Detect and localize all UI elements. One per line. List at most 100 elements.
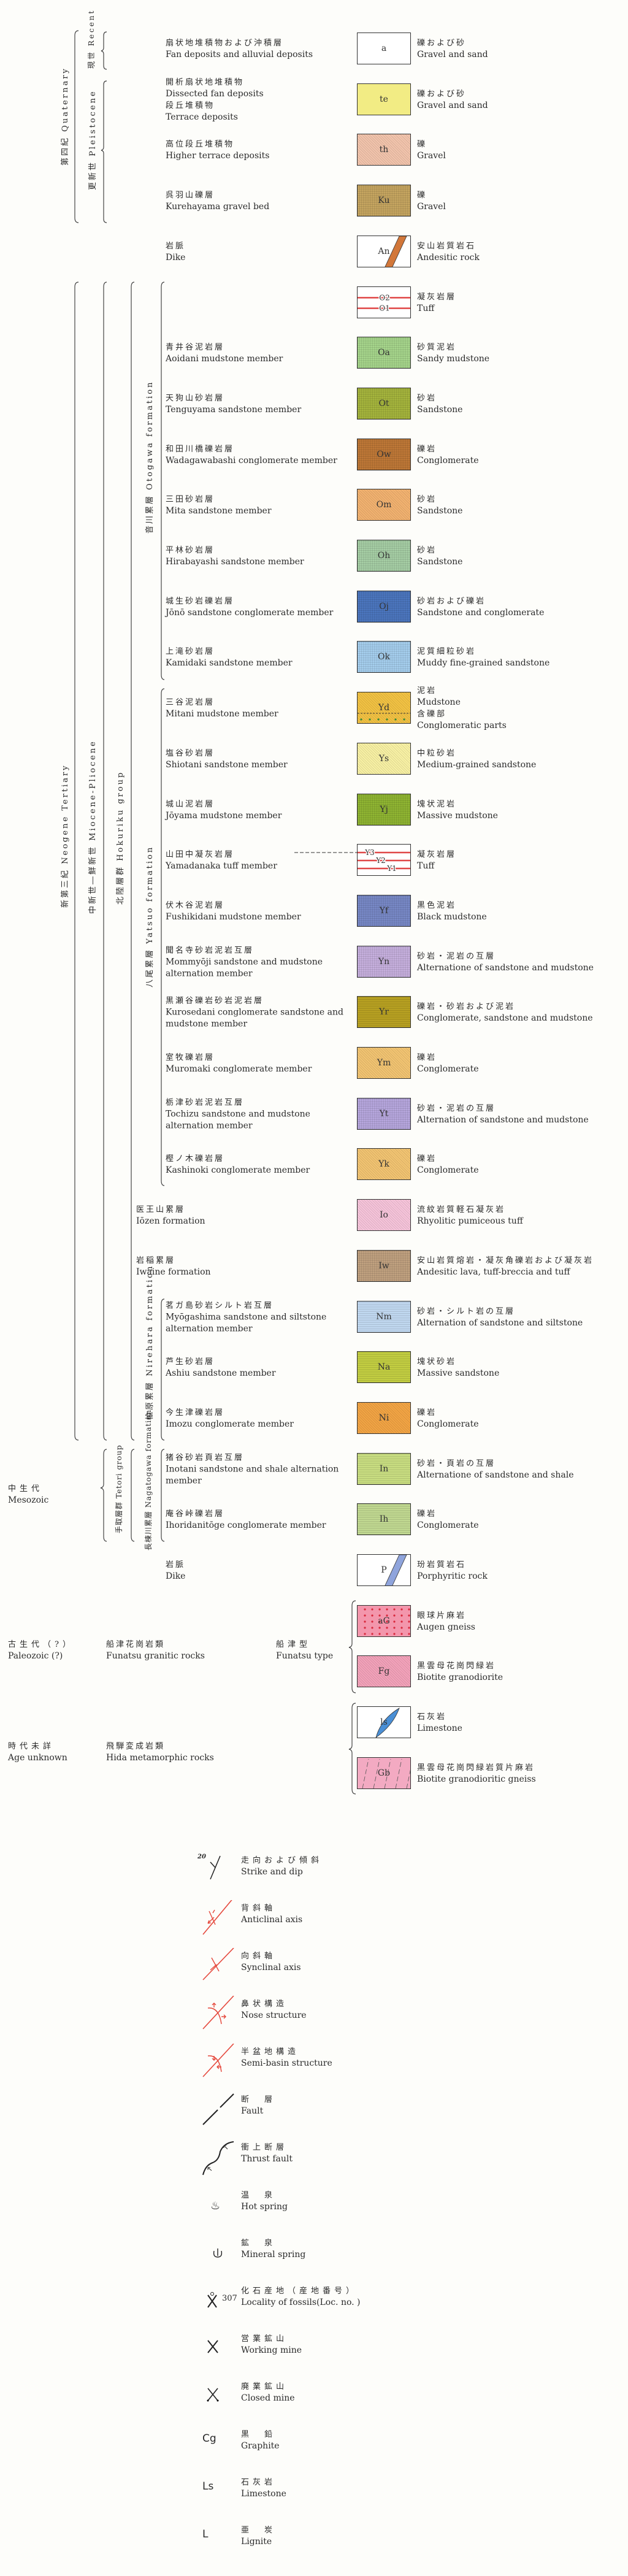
unit-name-en: Jōyama mudstone member <box>166 810 282 821</box>
unit-name-ja: 呉羽山礫層 <box>166 191 215 201</box>
symbol-ja: 断 層 <box>241 2095 277 2104</box>
symbol-ja: 廃業鉱山 <box>241 2382 288 2391</box>
lithology-en: Alternatione of sandstone and shale <box>417 1470 574 1480</box>
lithology-ja: 流紋岩質軽石凝灰岩 <box>417 1205 506 1215</box>
lithology-ja: 礫岩・砂岩および泥岩 <box>417 1002 516 1012</box>
legend-row-Ym: Ym 室牧礫岩層 Muromaki conglomerate member 礫岩 Con… <box>0 1047 628 1080</box>
symbol-en: Thrust fault <box>241 2154 293 2164</box>
unit-swatch: Ym <box>357 1047 411 1079</box>
bracket-mesozoic <box>100 1449 107 1542</box>
symbol-en: Working mine <box>241 2345 302 2355</box>
lithology-ja: 砂岩・泥岩の互層 <box>417 951 496 961</box>
lithology-en: Conglomerate <box>417 455 479 466</box>
lithology-en: Conglomerate <box>417 1064 479 1074</box>
unit-swatch: Yk <box>357 1148 411 1181</box>
unit-name-ja: 栃津砂岩泥岩互層 <box>166 1098 245 1108</box>
unit-code: ls <box>380 1717 388 1728</box>
swatch-symbol <box>385 1555 407 1585</box>
unit-name-en: Tenguyama sandstone member <box>166 404 302 415</box>
unit-swatch: Gb <box>357 1757 411 1789</box>
strike-dip-icon <box>210 1855 221 1880</box>
swatch-pattern <box>358 591 410 622</box>
lithology-ja: 凝灰岩層 <box>417 292 457 302</box>
symbol-ja: 向斜軸 <box>241 1952 277 1961</box>
unit-name-en: Dissected fan deposits <box>166 88 264 99</box>
lithology-ja: 礫 <box>417 191 427 201</box>
unit-code: P <box>381 1565 387 1575</box>
unit-swatch: th <box>357 134 411 166</box>
unit-code: Oa <box>378 348 390 358</box>
unit-name-ja: 室牧礫岩層 <box>166 1053 215 1062</box>
lithology-ja: 石灰岩 <box>417 1712 447 1722</box>
unit-code: Yn <box>378 956 390 967</box>
symbol-en: Nose structure <box>241 2011 307 2020</box>
unit-name-en: Dike <box>166 252 186 263</box>
symbol-en: Fault <box>241 2106 264 2116</box>
unit-code: Ni <box>378 1413 389 1423</box>
unit-name-ja: 岩稲累層 <box>136 1255 176 1265</box>
swatch-pattern <box>358 134 410 166</box>
swatch-pattern <box>358 1504 410 1535</box>
unit-swatch: An <box>357 235 411 267</box>
formation-nirehara-label: 楡原累層 Nirehara formation <box>143 1265 155 1420</box>
unit-swatch: Yn <box>357 945 411 978</box>
swatch-pattern <box>358 997 410 1028</box>
era-ja: 時代未詳 <box>8 1742 55 1751</box>
symbol-en: Closed mine <box>241 2393 295 2403</box>
unit-code: Ow <box>377 449 391 459</box>
thrust-icon <box>202 2141 234 2175</box>
unit-code: te <box>380 94 388 104</box>
svg-text:O1: O1 <box>379 304 389 312</box>
unit-name-en: Tochizu sandstone and mudstone alternati… <box>166 1109 310 1131</box>
lithology-ja: 礫岩 <box>417 1053 437 1062</box>
swatch-symbol <box>364 1608 410 1635</box>
bracket-hokuriku <box>131 282 135 1441</box>
svg-text:♨: ♨ <box>210 2199 220 2212</box>
swatch-pattern <box>358 1352 410 1383</box>
leader-line <box>294 852 357 853</box>
lithology-en: Biotite granodiorite <box>417 1673 504 1683</box>
svg-text:Y2: Y2 <box>375 856 386 865</box>
unit-code: Ot <box>378 398 389 408</box>
bracket-recent <box>101 31 107 70</box>
unit-name-ja: 青井谷泥岩層 <box>166 343 225 353</box>
swatch-pattern <box>358 895 410 926</box>
symbol-en: Limestone <box>241 2489 286 2499</box>
lithology-en: Tuff <box>417 861 435 872</box>
unit-swatch: Oh <box>357 540 411 572</box>
unit-name-en: Fan deposits and alluvial deposits <box>166 50 313 59</box>
lithology-ja: 砂岩・シルト岩の互層 <box>417 1306 516 1316</box>
swatch-pattern <box>358 388 410 419</box>
unit-name-en: Muromaki conglomerate member <box>166 1064 312 1074</box>
lithology-en: Massive mudstone <box>417 810 498 821</box>
